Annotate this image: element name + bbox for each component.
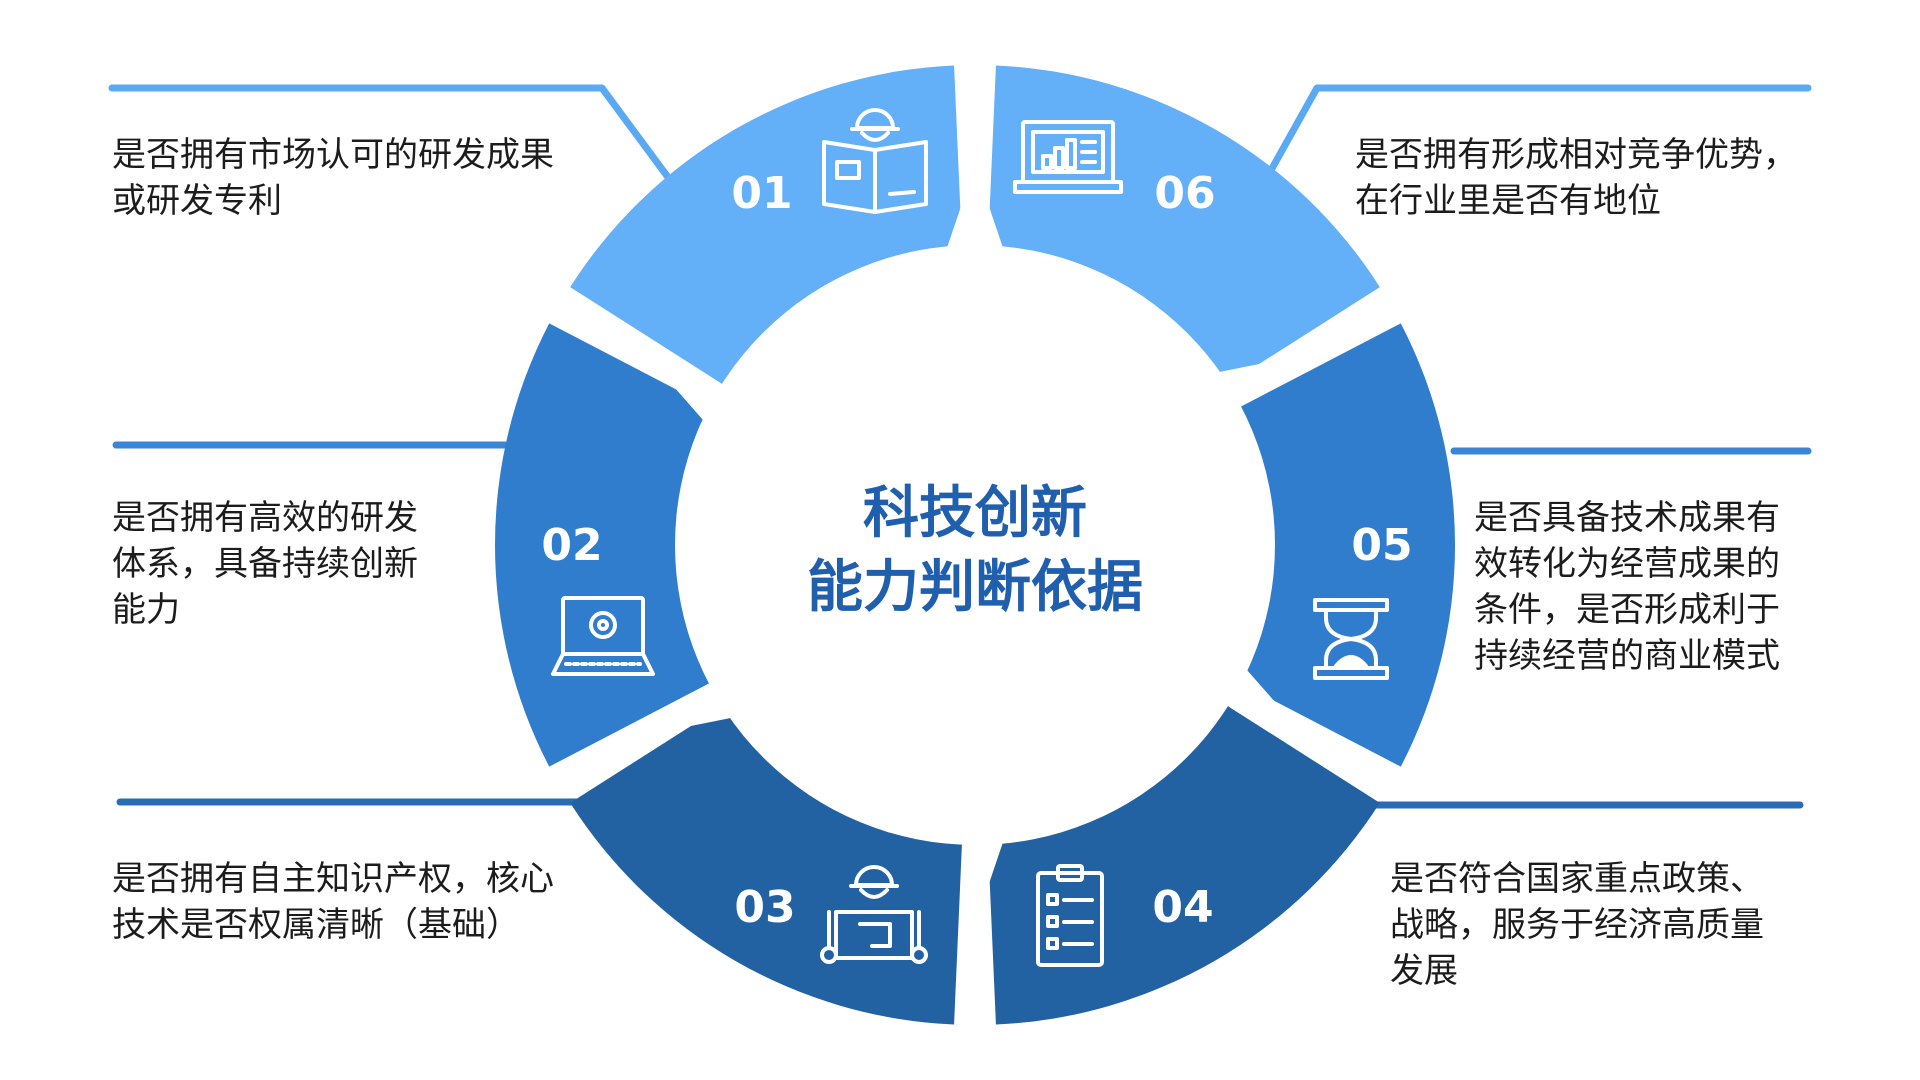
item-number-04: 04 <box>1152 882 1213 933</box>
ring-segment-05 <box>1205 323 1456 767</box>
item-number-06: 06 <box>1154 168 1215 219</box>
center-title-line2: 能力判断依据 <box>807 555 1143 620</box>
engineer-blueprint-icon <box>820 865 928 964</box>
item-text-02: 是否拥有高效的研发 体系，具备持续创新 能力 <box>112 498 418 630</box>
clipboard-checklist-icon <box>1036 864 1104 967</box>
item-text-06: 是否拥有形成相对竞争优势， 在行业里是否有地位 <box>1355 135 1797 221</box>
item-number-03: 03 <box>734 882 795 933</box>
ring-segment-04 <box>986 684 1380 1025</box>
ring-segment-02 <box>494 323 745 767</box>
ring-segment-03 <box>570 684 964 1025</box>
item-text-03: 是否拥有自主知识产权，核心 技术是否权属清晰（基础） <box>112 859 554 945</box>
connector-line-06 <box>1266 84 1812 176</box>
center-title-line1: 科技创新 <box>863 481 1087 546</box>
item-number-05: 05 <box>1351 520 1412 571</box>
item-text-04: 是否符合国家重点政策、 战略，服务于经济高质量 发展 <box>1390 859 1764 991</box>
laptop-chart-icon <box>1013 120 1123 194</box>
hourglass-icon <box>1313 598 1389 680</box>
center-circle <box>675 245 1275 845</box>
laptop-gear-icon <box>551 596 655 676</box>
item-number-02: 02 <box>541 520 602 571</box>
engineer-book-icon <box>822 108 928 214</box>
connector-lines <box>108 84 1812 809</box>
item-text-01: 是否拥有市场认可的研发成果 或研发专利 <box>112 135 554 221</box>
item-text-05: 是否具备技术成果有 效转化为经营成果的 条件，是否形成利于 持续经营的商业模式 <box>1474 498 1780 676</box>
item-number-01: 01 <box>731 168 792 219</box>
connector-line-01 <box>108 84 674 184</box>
